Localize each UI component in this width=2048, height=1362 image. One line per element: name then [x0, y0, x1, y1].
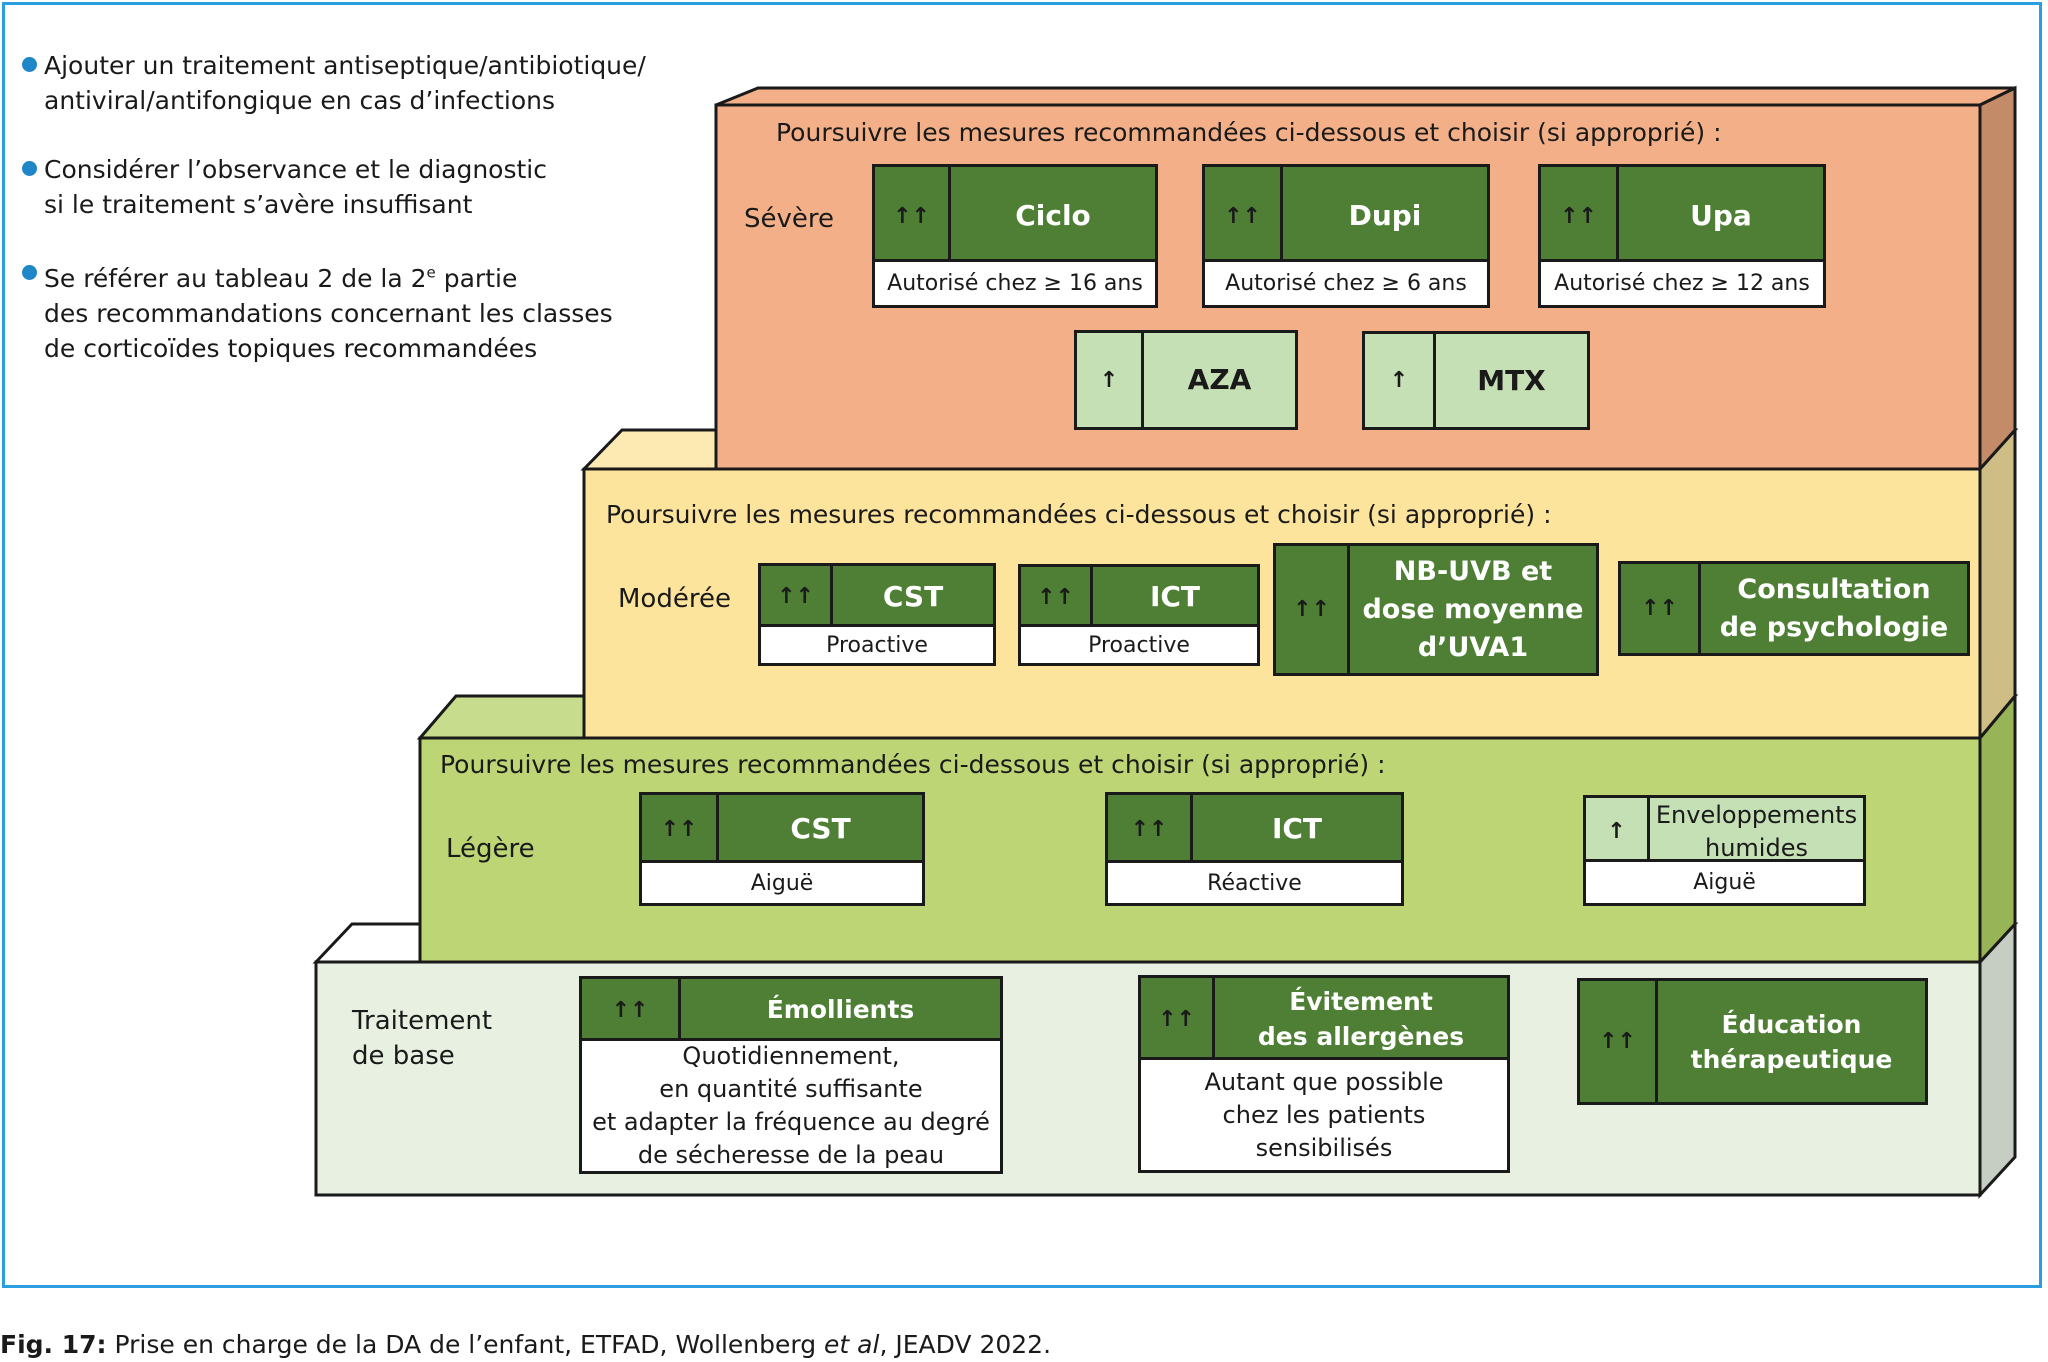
card-psychologie: ↑↑ Consultation de psychologie [1618, 561, 1970, 656]
card-name: Dupi [1348, 199, 1422, 232]
card-note: Quotidiennement, en quantité suffisante … [582, 1038, 1000, 1171]
strength-arrows-icon: ↑↑ [1205, 167, 1283, 265]
card-ict-reactive: ↑↑ ICT Réactive [1105, 792, 1404, 906]
note-item: Se référer au tableau 2 de la 2e partie … [22, 256, 662, 366]
mild-label: Légère [446, 834, 535, 864]
card-cst-aigue: ↑↑ CST Aiguë [639, 792, 925, 906]
card-name: ICT [1149, 580, 1201, 613]
card-mtx: ↑ MTX [1362, 331, 1590, 430]
card-aza: ↑ AZA [1074, 330, 1298, 430]
note-item: Ajouter un traitement antiseptique/antib… [22, 48, 662, 118]
strength-arrows-icon: ↑↑ [1141, 978, 1215, 1060]
card-note: Autorisé chez ≥ 16 ans [875, 259, 1155, 305]
card-note: Aiguë [642, 860, 922, 903]
card-note: Autorisé chez ≥ 6 ans [1205, 259, 1487, 305]
bullet-icon [22, 161, 37, 176]
card-enveloppements: ↑Enveloppements humides Aiguë [1583, 795, 1866, 906]
card-note: Proactive [1021, 624, 1257, 663]
moderate-level-side [1978, 426, 2017, 743]
severe-level-top [715, 86, 2016, 107]
card-ciclo: ↑↑ Ciclo Autorisé chez ≥ 16 ans [872, 164, 1158, 308]
base-level-side [1978, 920, 2017, 1199]
strength-arrows-icon: ↑↑ [582, 979, 681, 1041]
strength-arrows-icon: ↑↑ [1621, 564, 1701, 653]
card-note: Réactive [1108, 860, 1401, 903]
card-dupi: ↑↑ Dupi Autorisé chez ≥ 6 ans [1202, 164, 1490, 308]
card-evitement: ↑↑ Évitement des allergènes Autant que po… [1138, 975, 1510, 1173]
card-name: AZA [1187, 363, 1252, 396]
figure-frame [2, 2, 2042, 1288]
card-name: ICT [1271, 812, 1323, 845]
notes-list: Ajouter un traitement antiseptique/antib… [22, 48, 662, 400]
card-name: Enveloppements humides [1655, 800, 1858, 862]
card-emollients: ↑↑ Émollients Quotidiennement, en quantit… [579, 976, 1003, 1174]
caption-text: Prise en charge de la DA de l’enfant, ET… [106, 1330, 825, 1359]
figure-caption: Fig. 17: Prise en charge de la DA de l’e… [0, 1330, 1051, 1359]
card-name: Éducation thérapeutique [1690, 1009, 1893, 1074]
base-label: Traitement de base [352, 1006, 493, 1071]
caption-label: Fig. 17: [0, 1330, 107, 1359]
card-name: Upa [1690, 199, 1752, 232]
strength-arrows-icon: ↑↑ [1276, 546, 1350, 673]
card-nb-uvb: ↑↑NB-UVB et dose moyenne d’UVA1 [1273, 543, 1599, 676]
card-note: Autant que possible chez les patients se… [1141, 1057, 1507, 1170]
moderate-title: Poursuivre les mesures recommandées ci-d… [606, 500, 1552, 529]
note-references: Se référer au tableau 2 de la 2e partie … [44, 264, 613, 364]
card-name: CST [790, 812, 851, 845]
strength-arrow-icon: ↑ [1077, 333, 1144, 427]
severe-title: Poursuivre les mesures recommandées ci-d… [776, 118, 1722, 147]
caption-text-end: , JEADV 2022. [879, 1330, 1052, 1359]
strength-arrows-icon: ↑↑ [1021, 567, 1093, 627]
card-name: CST [882, 579, 944, 613]
card-upa: ↑↑ Upa Autorisé chez ≥ 12 ans [1538, 164, 1826, 308]
card-note: Autorisé chez ≥ 12 ans [1541, 259, 1823, 305]
card-ict-proactive: ↑↑ ICT Proactive [1018, 564, 1260, 666]
card-name: NB-UVB et dose moyenne d’UVA1 [1362, 555, 1584, 663]
strength-arrows-icon: ↑↑ [1580, 981, 1658, 1102]
severe-label: Sévère [744, 204, 834, 234]
card-name: Évitement des allergènes [1257, 987, 1465, 1051]
mild-title: Poursuivre les mesures recommandées ci-d… [440, 750, 1386, 779]
card-note: Aiguë [1586, 859, 1863, 903]
strength-arrow-icon: ↑ [1365, 334, 1436, 427]
caption-italic: et al [824, 1330, 880, 1359]
card-note: Proactive [761, 624, 993, 663]
bullet-icon [22, 57, 37, 72]
mild-level-side [1978, 691, 2017, 966]
strength-arrows-icon: ↑↑ [761, 566, 833, 627]
severe-level-side [1978, 85, 2017, 473]
strength-arrows-icon: ↑↑ [1541, 167, 1619, 265]
note-item: Considérer l’observance et le diagnostic… [22, 152, 662, 222]
strength-arrows-icon: ↑↑ [1108, 795, 1193, 863]
card-name: Ciclo [1015, 199, 1091, 232]
strength-arrows-icon: ↑↑ [642, 795, 719, 863]
card-name: MTX [1477, 363, 1546, 397]
card-name: Consultation de psychologie [1719, 573, 1949, 643]
card-name: Émollients [766, 995, 915, 1024]
strength-arrows-icon: ↑↑ [875, 167, 951, 265]
bullet-icon [22, 265, 37, 280]
card-cst-proactive: ↑↑ CST Proactive [758, 563, 996, 666]
moderate-label: Modérée [618, 584, 731, 614]
strength-arrow-icon: ↑ [1586, 798, 1650, 865]
card-education: ↑↑ Éducation thérapeutique [1577, 978, 1928, 1105]
